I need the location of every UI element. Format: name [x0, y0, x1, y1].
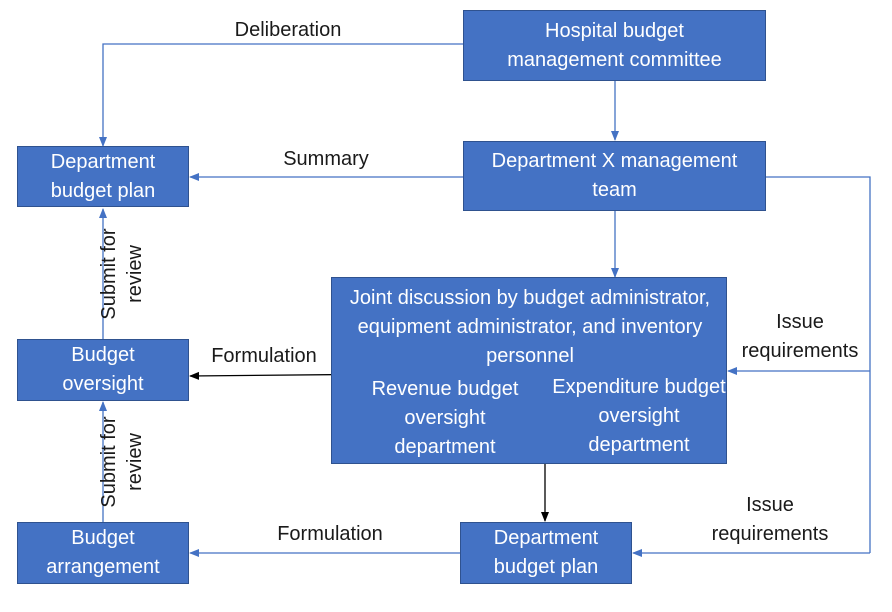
management-team-label: Department X management team — [491, 150, 738, 201]
issue-requirements-bottom-label: Issue requirements — [711, 494, 829, 545]
summary-label: Summary — [283, 148, 369, 170]
department-budget-plan-bottom-box: Department budget plan — [460, 522, 632, 584]
deliberation-connector — [99, 43, 463, 147]
budget-arrangement-label: Budget arrangement — [46, 527, 160, 578]
budget-oversight-box: Budget oversight — [17, 339, 189, 401]
formulation-mid-label: Formulation — [211, 345, 317, 367]
formulation-bottom-label: Formulation — [277, 523, 383, 545]
issue-requirements-trunk — [766, 176, 871, 553]
submit-review-upper-text: Submit for review — [98, 228, 146, 320]
department-budget-plan-bottom-label: Department budget plan — [493, 527, 599, 578]
department-budget-plan-top-box: Department budget plan — [17, 146, 189, 207]
committee-label: Hospital budget management committee — [507, 19, 722, 71]
revenue-department-label: Revenue budget oversight department — [371, 377, 519, 458]
committee-box: Hospital budget management committee — [463, 10, 766, 81]
department-budget-plan-top-label: Department budget plan — [50, 150, 156, 202]
joint-discussion-box: Joint discussion by budget administrator… — [331, 277, 727, 464]
expenditure-department-label: Expenditure budget oversight department — [552, 375, 726, 456]
budget-arrangement-box: Budget arrangement — [17, 522, 189, 584]
issue-requirements-mid-label: Issue requirements — [741, 311, 859, 362]
submit-review-lower-label: Submit for review — [96, 407, 150, 517]
submit-review-upper-label: Submit for review — [96, 219, 150, 329]
budget-oversight-label: Budget oversight — [62, 344, 144, 395]
submit-review-lower-text: Submit for review — [98, 416, 146, 508]
joint-discussion-label: Joint discussion by budget administrator… — [349, 286, 711, 367]
management-team-box: Department X management team — [463, 141, 766, 211]
deliberation-label: Deliberation — [234, 19, 342, 41]
